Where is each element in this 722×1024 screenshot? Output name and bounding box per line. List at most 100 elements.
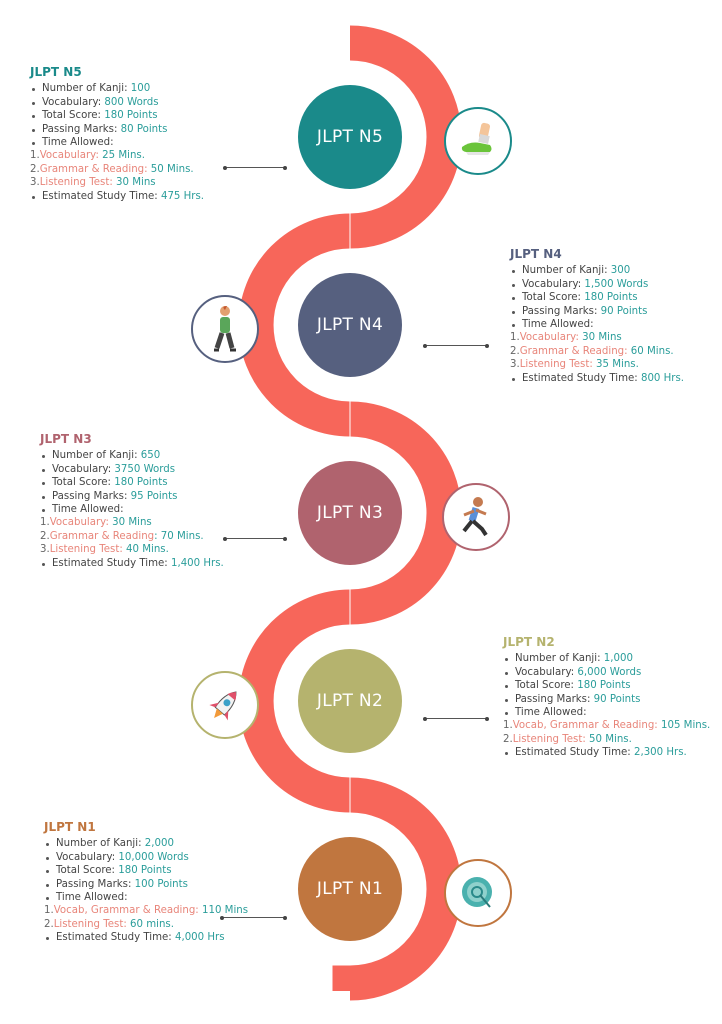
item-value: 6,000 Words <box>577 666 642 678</box>
list-item: Number of Kanji: 300 <box>510 264 684 277</box>
list-item: Passing Marks: 90 Points <box>510 305 684 318</box>
item-label: Number of Kanji: <box>522 265 611 277</box>
item-label: Time Allowed: <box>56 892 128 904</box>
list-item: Vocabulary: 800 Words <box>30 96 204 109</box>
time-subitem: 1.Vocabulary: 25 Mins. <box>30 149 204 162</box>
item-label: Estimated Study Time: <box>515 747 634 759</box>
connector-line <box>223 536 287 541</box>
level-circle: JLPT N1 <box>298 837 402 941</box>
time-subitem: 2.Grammar & Reading: 60 Mins. <box>510 345 684 358</box>
item-label: Time Allowed: <box>515 707 587 719</box>
item-label: Passing Marks: <box>522 305 601 317</box>
study-time-item: Estimated Study Time: 2,300 Hrs. <box>503 746 710 759</box>
subitem-number: 1. <box>503 720 513 732</box>
subitem-label: Grammar & Reading: <box>519 345 628 357</box>
subitem-number: 2. <box>503 733 513 745</box>
time-subitem: 3.Listening Test: 35 Mins. <box>510 358 684 371</box>
item-value: 2,000 <box>144 838 174 850</box>
list-item: Number of Kanji: 650 <box>40 449 224 462</box>
running-shoe-icon <box>444 107 512 175</box>
item-label: Estimated Study Time: <box>52 557 171 569</box>
item-label: Number of Kanji: <box>56 838 145 850</box>
level-circle: JLPT N2 <box>298 649 402 753</box>
list-item: Number of Kanji: 100 <box>30 82 204 95</box>
item-value: 2,300 Hrs. <box>633 747 687 759</box>
list-item: Passing Marks: 80 Points <box>30 123 204 136</box>
item-label: Vocabulary: <box>52 463 115 475</box>
subitem-label: Vocabulary: <box>519 332 579 344</box>
time-subitem: 3.Listening Test: 30 Mins <box>30 176 204 189</box>
list-item: Vocabulary: 1,500 Words <box>510 278 684 291</box>
time-subitem: 2.Grammar & Reading: 70 Mins. <box>40 530 224 543</box>
level-heading: JLPT N5 <box>30 65 82 79</box>
time-subitem: 1.Vocabulary: 30 Mins <box>40 516 224 529</box>
item-label: Number of Kanji: <box>52 450 141 462</box>
time-subitem: 2.Listening Test: 50 Mins. <box>503 733 710 746</box>
connector-line <box>220 915 287 920</box>
list-item: Vocabulary: 3750 Words <box>40 463 224 476</box>
subitem-value: 110 Mins <box>198 905 249 917</box>
rocket-icon <box>191 671 259 739</box>
item-label: Vocabulary: <box>515 666 578 678</box>
subitem-value: 60 Mins. <box>627 345 674 357</box>
study-time-item: Estimated Study Time: 800 Hrs. <box>510 372 684 385</box>
time-subitem: 1.Vocab, Grammar & Reading: 110 Mins <box>44 904 248 917</box>
level-circle: JLPT N5 <box>298 85 402 189</box>
item-value: 90 Points <box>593 693 641 705</box>
time-subitem: 1.Vocab, Grammar & Reading: 105 Mins. <box>503 719 710 732</box>
item-value: 650 <box>140 450 161 462</box>
level-heading: JLPT N2 <box>503 635 555 649</box>
time-subitem: 2.Listening Test: 60 mins. <box>44 918 248 931</box>
list-item: Time Allowed: <box>510 318 684 331</box>
item-label: Total Score: <box>42 110 105 122</box>
subitem-number: 2. <box>44 918 54 930</box>
list-item: Number of Kanji: 2,000 <box>44 837 248 850</box>
item-value: 100 <box>130 83 151 95</box>
item-value: 90 Points <box>600 305 648 317</box>
subitem-value: 50 Mins. <box>585 733 632 745</box>
subitem-number: 2. <box>510 345 520 357</box>
subitem-value: 40 Mins. <box>122 544 169 556</box>
running-person-icon <box>442 483 510 551</box>
subitem-value: 30 Mins <box>578 332 622 344</box>
item-label: Number of Kanji: <box>42 83 131 95</box>
subitem-label: Grammar & Reading <box>49 530 155 542</box>
subitem-value: 105 Mins. <box>657 720 711 732</box>
level-heading: JLPT N1 <box>44 820 96 834</box>
subitem-value: 50 Mins. <box>147 163 194 175</box>
subitem-label: Grammar & Reading: <box>39 163 148 175</box>
item-label: Vocabulary: <box>56 851 119 863</box>
list-item: Total Score: 180 Points <box>510 291 684 304</box>
subitem-value: : 70 Mins. <box>154 530 204 542</box>
item-label: Vocabulary: <box>522 278 585 290</box>
item-value: 800 Words <box>104 96 159 108</box>
item-value: 475 Hrs. <box>160 190 205 202</box>
item-label: Total Score: <box>515 680 578 692</box>
list-item: Time Allowed: <box>30 136 204 149</box>
item-value: 1,400 Hrs. <box>170 557 224 569</box>
subitem-number: 1. <box>44 905 54 917</box>
item-label: Estimated Study Time: <box>42 190 161 202</box>
list-item: Vocabulary: 6,000 Words <box>503 666 710 679</box>
item-label: Total Score: <box>522 292 585 304</box>
walking-person-icon <box>191 295 259 363</box>
item-label: Passing Marks: <box>56 878 135 890</box>
connector-line <box>423 716 489 721</box>
subitem-value: 35 Mins. <box>592 359 639 371</box>
item-value: 800 Hrs. <box>640 372 685 384</box>
list-item: Vocabulary: 10,000 Words <box>44 851 248 864</box>
study-time-item: Estimated Study Time: 4,000 Hrs <box>44 931 248 944</box>
item-value: 180 Points <box>577 680 631 692</box>
item-value: 10,000 Words <box>118 851 189 863</box>
subitem-value: 30 Mins <box>112 177 156 189</box>
item-value: 100 Points <box>134 878 188 890</box>
item-value: 1,000 <box>603 653 633 665</box>
study-time-item: Estimated Study Time: 475 Hrs. <box>30 190 204 203</box>
